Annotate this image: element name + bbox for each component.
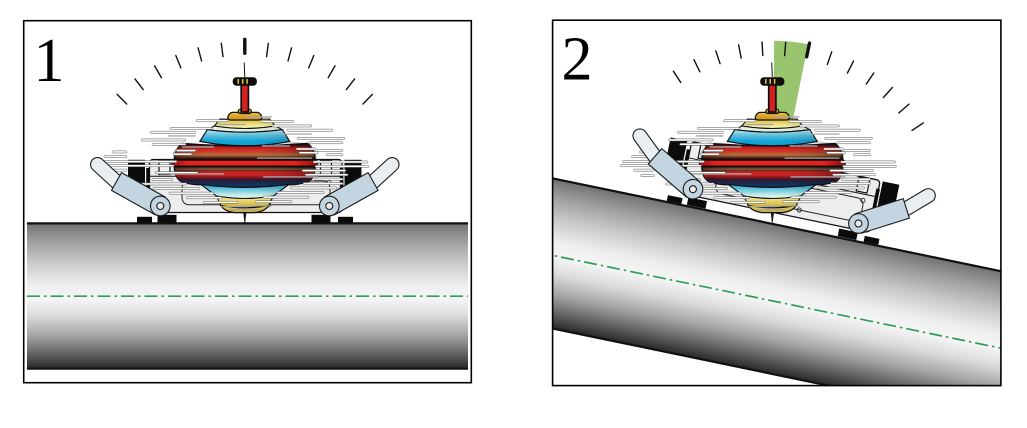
svg-text:2: 2 [562,26,593,94]
svg-text:1: 1 [34,27,65,95]
